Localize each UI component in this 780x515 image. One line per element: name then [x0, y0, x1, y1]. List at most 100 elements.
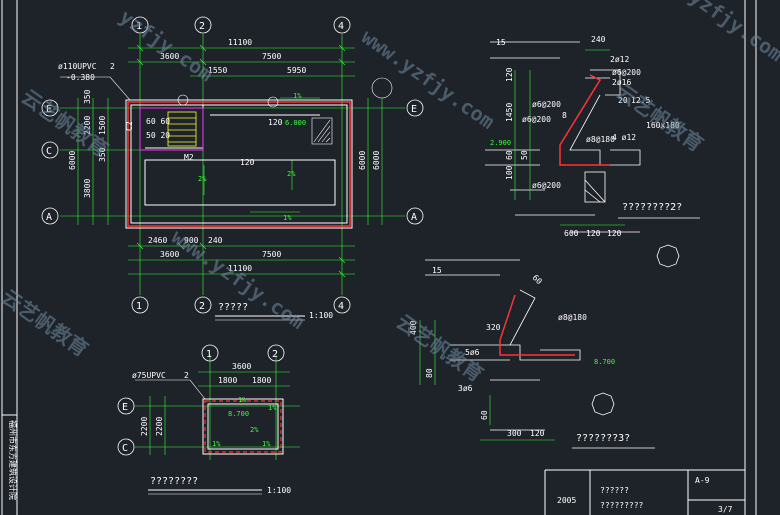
- detail1-125: 12.5: [631, 96, 650, 105]
- section-detail-2: 15 60 320 400 ø8@180 5ø6 3ø6 80 60 8.700…: [409, 259, 655, 449]
- axis-left-c: C: [46, 146, 52, 157]
- plan1-scale: 1:100: [309, 311, 333, 320]
- plan2-dim-a: 1800: [218, 376, 237, 385]
- detail1-left-50: 50: [520, 150, 529, 160]
- plan2-axis-c: C: [122, 443, 128, 454]
- section-detail-1: 15 240 2ø12 ø6@200 2ø16 20 12.5 ø6@200 ø…: [485, 35, 700, 268]
- pipe-label: ø110UPVC: [58, 62, 97, 71]
- detail1-bot-600: 600: [564, 229, 579, 238]
- axis-bottom-2: 2: [199, 301, 205, 312]
- detail1-beam: 160x180: [646, 121, 680, 130]
- axis-left-e: E: [46, 104, 52, 115]
- detail1-bar-1: 2ø12: [610, 55, 629, 64]
- slope-1: 1%: [293, 92, 302, 100]
- axis-left-a: A: [46, 212, 52, 223]
- plan1-title: ?????: [218, 302, 248, 313]
- left-dim-350b: 350: [98, 147, 107, 162]
- plan2-left-dim-a: 2200: [140, 417, 149, 436]
- dim-top-a: 3600: [160, 52, 179, 61]
- right-dim-6000a: 6000: [358, 151, 367, 170]
- dim-top-c: 1550: [208, 66, 227, 75]
- watermarks: yzfjy.com www.yzfjy.com www.yzfjy.com yz…: [0, 0, 780, 386]
- detail1-20: 20: [618, 96, 628, 105]
- axis-top-4: 4: [338, 21, 344, 32]
- detail2-bot-120: 120: [530, 429, 545, 438]
- title-name-1: ??????: [600, 486, 629, 495]
- detail1-8: 8: [562, 111, 567, 120]
- axis-right-e: E: [411, 104, 417, 115]
- detail2-bot-300: 300: [507, 429, 522, 438]
- title-sheet-no: A-9: [695, 476, 710, 485]
- plan2-axis-1: 1: [206, 349, 212, 360]
- left-dim-350a: 350: [83, 89, 92, 104]
- title-block: [544, 0, 757, 515]
- detail2-elev: 8.700: [594, 358, 615, 366]
- plan2-elev: 8.700: [228, 410, 249, 418]
- detail2-60: 60: [531, 273, 544, 286]
- plan2-dim-total: 3600: [232, 362, 251, 371]
- detail2-80: 80: [425, 368, 434, 378]
- plan2-slope-c: 2%: [250, 426, 259, 434]
- detail1-2900: 2.900: [490, 139, 511, 147]
- label-5020: 50 20: [146, 131, 170, 140]
- elev-6000: 6.000: [285, 119, 306, 127]
- detail1-bot-120a: 120: [586, 229, 601, 238]
- watermark-8: 云艺帆教育: [0, 284, 93, 361]
- dim-top-d: 5950: [287, 66, 306, 75]
- detail2-306: 3ø6: [458, 384, 473, 393]
- plan2-pipe-label: ø75UPVC: [132, 371, 166, 380]
- detail1-bot-120b: 120: [607, 229, 622, 238]
- detail1-bar-5: ø6@200: [522, 115, 551, 124]
- bot-dim-900: 900: [184, 236, 199, 245]
- axis-bottom-1: 1: [136, 301, 142, 312]
- drain-hatch: [311, 117, 333, 145]
- left-dim-2200: 2200: [83, 116, 92, 135]
- detail2-60b: 60: [480, 410, 489, 420]
- bot-dim-7500: 7500: [262, 250, 281, 259]
- axis-bottom-4: 4: [338, 301, 344, 312]
- label-6060: 60 60: [146, 117, 170, 126]
- detail2-506: 5ø6: [465, 348, 480, 357]
- plan2-axis-2: 2: [272, 349, 278, 360]
- title-year: 2005: [557, 496, 576, 505]
- plan2-slope-b: 1%: [268, 404, 277, 412]
- dim-top-b: 7500: [262, 52, 281, 61]
- detail1-left-120: 120: [505, 67, 514, 82]
- detail1-bar-6: ø8@180: [586, 135, 615, 144]
- detail1-title: ????????2?: [622, 202, 682, 213]
- detail1-bar-3: 2ø16: [612, 78, 631, 87]
- detail2-title: ???????3?: [576, 433, 630, 444]
- detail1-left-1450: 1450: [505, 103, 514, 122]
- axis-top-1: 1: [136, 21, 142, 32]
- bot-dim-3600: 3600: [160, 250, 179, 259]
- detail1-bar-4: ø6@200: [532, 100, 561, 109]
- detail2-15: 15: [432, 266, 442, 275]
- slope-4: 1%: [283, 214, 292, 222]
- label-c2: C2: [125, 121, 134, 131]
- dim-total-top: 11100: [228, 38, 252, 47]
- detail2-400: 400: [409, 320, 418, 335]
- bot-dim-2460: 2460: [148, 236, 167, 245]
- plan2-scale: 1:100: [267, 486, 291, 495]
- left-dim-3800: 3800: [83, 179, 92, 198]
- plan2-left-dim-b: 2200: [155, 417, 164, 436]
- label-120-top: 120: [268, 118, 283, 127]
- left-dim-6000: 6000: [68, 151, 77, 170]
- plan2-axis-e: E: [122, 402, 128, 413]
- bot-dim-11100: 11100: [228, 264, 252, 273]
- label-m2: M2: [184, 153, 194, 162]
- detail2-bar: ø8@180: [558, 313, 587, 322]
- right-dim-6000b: 6000: [372, 151, 381, 170]
- detail2-320: 320: [486, 323, 501, 332]
- pipe-count: 2: [110, 62, 115, 71]
- plan2-slope-e: 1%: [262, 440, 271, 448]
- detail1-left-100: 100: [505, 165, 514, 180]
- slope-2: 2%: [198, 175, 207, 183]
- detail1-bar-2: ø6@200: [612, 68, 641, 77]
- watermark-6: 云艺帆教育: [612, 79, 708, 156]
- left-dim-1500: 1500: [98, 116, 107, 135]
- detail1-bar-7: ø6@200: [532, 181, 561, 190]
- watermark-3: www.yzfjy.com: [167, 224, 309, 333]
- roof-plan-small: 1 2 E C 3600 1800 1800 ø75UPVC 2 2200 22…: [117, 344, 300, 495]
